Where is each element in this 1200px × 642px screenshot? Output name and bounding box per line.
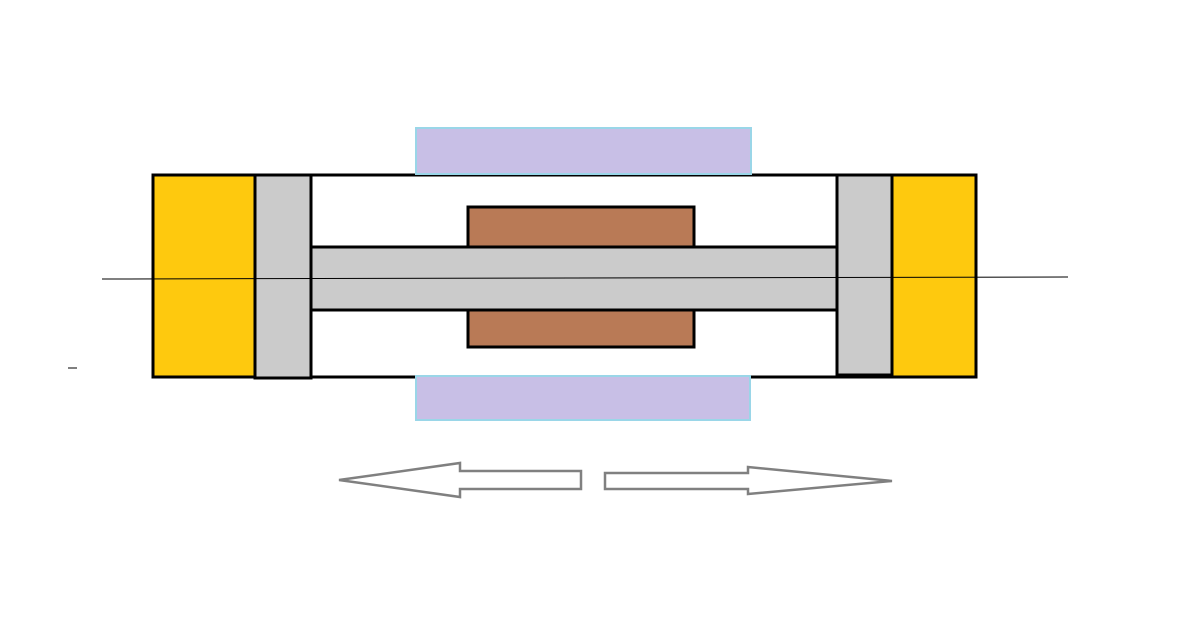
right-flange [835,173,894,377]
upper-core-block [466,205,696,251]
center-axis-line [101,276,1069,280]
upper-magnet [415,127,752,175]
left-flange [253,173,313,380]
left-end-cap [151,173,257,379]
right-end-cap [890,173,978,379]
lower-magnet [415,375,751,421]
left-arrow [338,461,583,499]
lower-core-block [466,307,696,349]
right-arrow [603,465,893,496]
